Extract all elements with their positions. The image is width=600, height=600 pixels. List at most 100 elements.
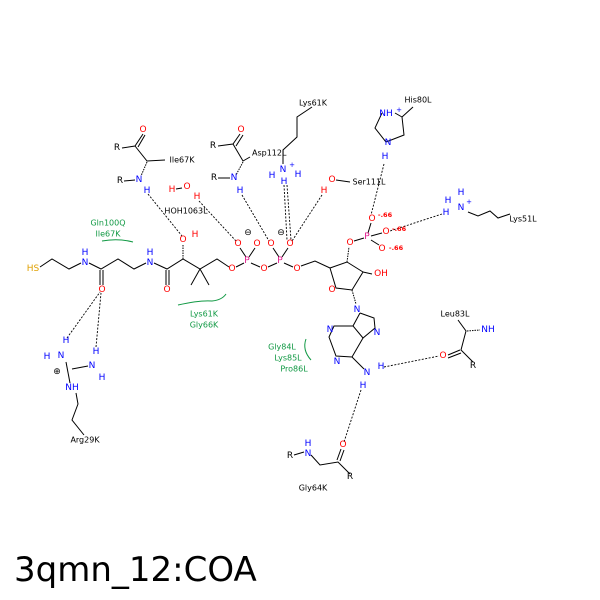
residue-lys61k: Lys61K [299,99,328,108]
ligand-bonds [39,222,383,370]
atom-h: H [269,171,276,181]
atom-o: O [339,440,346,450]
atom-n: N [364,368,371,378]
hydrophobic-gly84l: Gly84L [268,343,296,352]
hydrophobic-arc-lys61k [177,293,227,306]
atom-n: N [280,165,287,175]
atom-nh: NH [65,383,79,393]
atom-o: O [378,244,385,254]
atom-n: N [458,203,465,213]
atom-h: H [360,381,367,391]
diagram-title: 3qmn_12:COA [14,550,257,590]
hydrophobic-gly66k: Gly66K [190,321,219,330]
positive-charge: + [466,198,472,206]
atom-p: P [277,256,283,266]
atom-o: O [139,125,146,135]
atom-h: H [93,347,100,357]
atom-n: N [385,138,392,148]
residue-gly64k: Gly64K [299,484,328,493]
hbond-his80l [370,163,385,216]
atom-n: N [82,258,89,268]
ligand-atoms: HS N H O N H O O H O P O O ⊖ O P O O ⊖ O… [27,211,407,391]
atom-o: O [346,238,353,248]
residue-his80l: His80L [404,96,432,105]
atom-h: H [295,170,302,180]
hbond-arg29k-b [95,292,102,348]
hydrogen-bonds [66,163,443,443]
atom-o: O [382,227,389,237]
thiol-label: HS [27,264,40,274]
atom-o: O [293,264,300,274]
hydrophobic-arc-gly84l [304,338,312,361]
atom-h: H [443,208,450,218]
atom-o: O [328,175,335,185]
hydrophobic-lys85l: Lys85L [274,354,302,363]
hydrophobic-pro86l: Pro86L [280,365,308,374]
residue-ile67k: Ile67K [170,156,196,165]
atom-h: H [169,185,176,195]
residue-arg29k: Arg29K [70,436,100,445]
atom-o: O [439,351,446,361]
hbond-lys61k-a [283,184,288,241]
atom-r: R [470,361,476,371]
atom-o: O [228,264,235,274]
atom-r: R [210,141,216,151]
hbond-lys51l [389,213,443,232]
negative-charge-icon: ⊖ [244,228,252,238]
hbond-arg29k-a [66,291,101,339]
atom-n: N [231,173,238,183]
atom-n: N [136,175,143,185]
hbond-gly64k [343,389,362,443]
atom-h: H [44,352,51,362]
atom-r: R [347,472,353,482]
atom-o: O [260,264,267,274]
atom-r: R [114,143,120,153]
atom-h: H [99,373,106,383]
hydrophobic-ile67k: Ile67K [96,230,122,239]
atom-n: N [327,325,334,335]
atom-h: H [144,186,151,196]
atom-o: O [183,182,190,192]
residue-leu83l: Leu83L [441,310,470,319]
hydrophobic-labels: Gln100Q Ile67K Lys61K Gly66K Gly84L Lys8… [90,219,308,374]
atom-o: O [328,285,335,295]
partial-charge: -.66 [392,225,407,233]
atom-h: H [458,188,465,198]
residue-atoms: O R N R H O R N R H N + H H H H O H O H … [44,106,495,482]
atom-o: O [237,125,244,135]
hydrophobic-lys61k: Lys61K [190,310,219,319]
atom-nh: NH [481,325,495,335]
atom-n: N [334,357,341,367]
positive-charge: + [289,161,295,169]
hbond-asp112l [241,194,270,242]
atom-o: O [98,285,105,295]
atom-h: H [194,192,201,202]
atom-h: H [192,230,199,240]
hydrophobic-gln100q: Gln100Q [90,219,125,228]
hbond-lys61k-b [286,184,292,241]
atom-o: O [286,239,293,249]
atom-r: R [211,173,217,183]
atom-h: H [305,439,312,449]
atom-n: N [58,351,65,361]
partial-charge: -.66 [378,211,393,219]
residue-bonds [65,106,511,475]
atom-p: P [364,232,370,242]
atom-h: H [378,362,385,372]
atom-p: P [244,256,250,266]
positive-charge-icon: ⊕ [53,367,61,377]
residue-ser111l: Ser111L [352,178,386,187]
atom-r: R [117,176,123,186]
atom-o: O [267,239,274,249]
atom-h: H [237,186,244,196]
atom-o: O [179,235,186,245]
atom-h: H [82,248,89,258]
positive-charge: + [396,106,402,114]
atom-n: N [305,449,312,459]
partial-charge: -.66 [389,244,404,252]
atom-h: H [382,152,389,162]
atom-h: H [63,336,70,346]
atom-nh: NH [379,109,393,119]
